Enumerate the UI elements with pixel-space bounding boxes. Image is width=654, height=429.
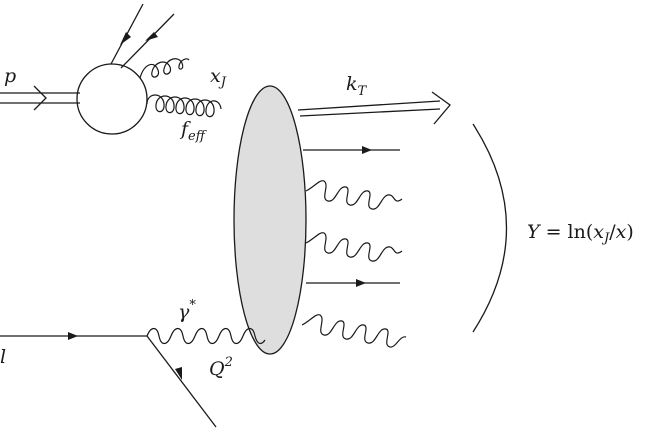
q2-label: Q2 — [209, 355, 233, 380]
jet-gluon-xj — [146, 94, 222, 118]
outgoing-quark-2 — [306, 279, 400, 287]
photon-line — [146, 327, 266, 345]
outgoing-lepton — [146, 335, 217, 428]
proton-blob — [76, 63, 148, 135]
photon-label: γ* — [178, 298, 196, 323]
outgoing-gluon-3 — [301, 314, 407, 348]
main-interaction-blob — [233, 85, 307, 355]
outgoing-quark-1 — [303, 146, 400, 154]
xj-label: xJ — [210, 65, 227, 90]
proton-radiated-gluon — [139, 58, 190, 79]
lepton-label: l — [0, 346, 6, 368]
outgoing-gluon-2 — [305, 232, 403, 262]
proton-remnant-quarks — [110, 3, 175, 69]
feff-label: feff — [179, 118, 208, 144]
proton-label: p — [4, 65, 16, 87]
rapidity-bracket — [472, 123, 508, 333]
outgoing-gluon-1 — [305, 180, 403, 210]
proton-line — [0, 85, 80, 111]
incoming-lepton — [0, 332, 147, 340]
rapidity-formula: Y = ln(xJ/x) — [527, 221, 634, 246]
jet-kt-arrow — [297, 91, 451, 125]
kt-label: kT — [346, 73, 368, 99]
